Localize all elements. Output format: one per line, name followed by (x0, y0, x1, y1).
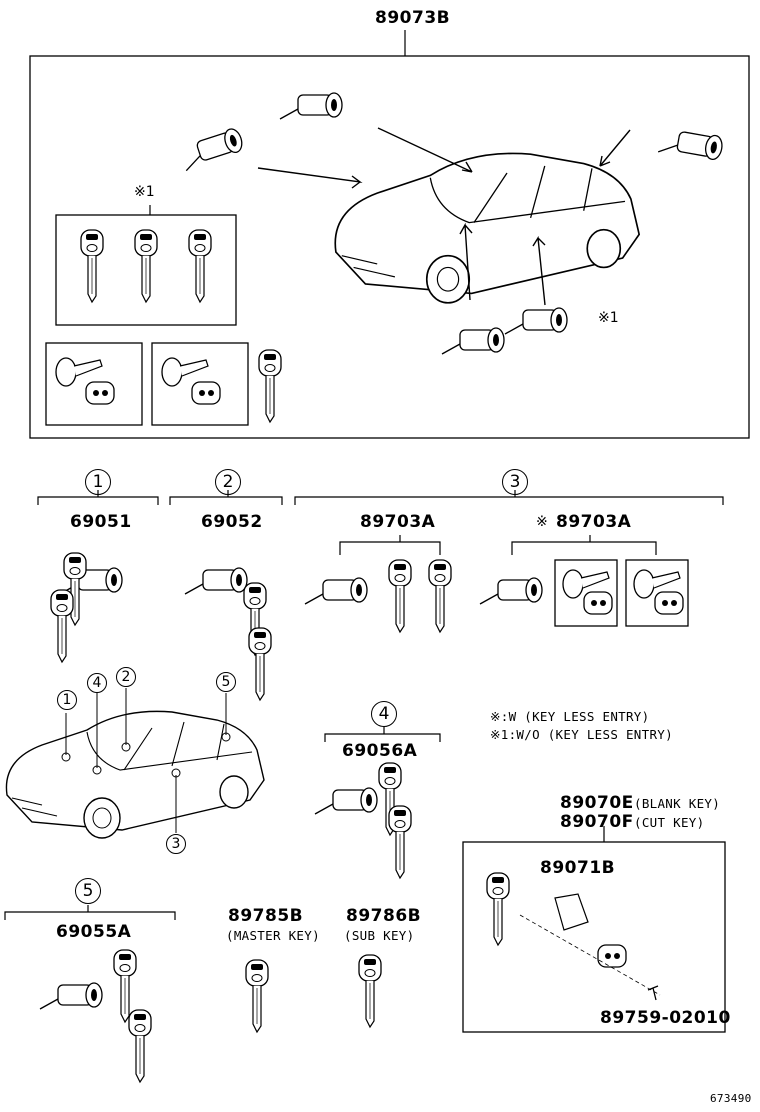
part-69055A: 69055A (56, 922, 132, 942)
index-circle-3: 3 (502, 469, 528, 495)
label-sub-key: (SUB KEY) (344, 928, 415, 943)
part-89786B: 89786B (346, 906, 422, 926)
index-circle-2: 2 (215, 469, 241, 495)
label-cut-key: (CUT KEY) (634, 815, 705, 830)
note-line-2: ※1:W/O (KEY LESS ENTRY) (490, 727, 673, 742)
part-89070F: 89070F (560, 812, 634, 832)
car-callout-3: 3 (166, 834, 186, 854)
index-circle-4: 4 (371, 701, 397, 727)
label-master-key: (MASTER KEY) (226, 928, 320, 943)
index-circle-1: 1 (85, 469, 111, 495)
drawing-number: 673490 (710, 1092, 752, 1105)
part-69052: 69052 (201, 512, 263, 532)
part-89785B: 89785B (228, 906, 304, 926)
part-89703A-b: 89703A (556, 512, 632, 532)
part-69051: 69051 (70, 512, 132, 532)
index-circle-5: 5 (75, 878, 101, 904)
part-89073B: 89073B (375, 8, 451, 28)
label-blank-key: (BLANK KEY) (634, 796, 721, 811)
part-89759-02010: 89759-02010 (600, 1008, 731, 1028)
car-callout-4: 4 (87, 673, 107, 693)
note-line-1: ※:W (KEY LESS ENTRY) (490, 709, 650, 724)
car-callout-5: 5 (216, 672, 236, 692)
note-mark-keys: ※1 (134, 184, 155, 200)
note-mark-lock: ※1 (598, 310, 619, 326)
note-mark-89703A: ※ (536, 514, 548, 530)
part-89071B: 89071B (540, 858, 616, 878)
part-89703A-a: 89703A (360, 512, 436, 532)
part-89070E: 89070E (560, 793, 634, 813)
part-69056A: 69056A (342, 741, 418, 761)
car-callout-2: 2 (116, 667, 136, 687)
car-callout-1: 1 (57, 690, 77, 710)
